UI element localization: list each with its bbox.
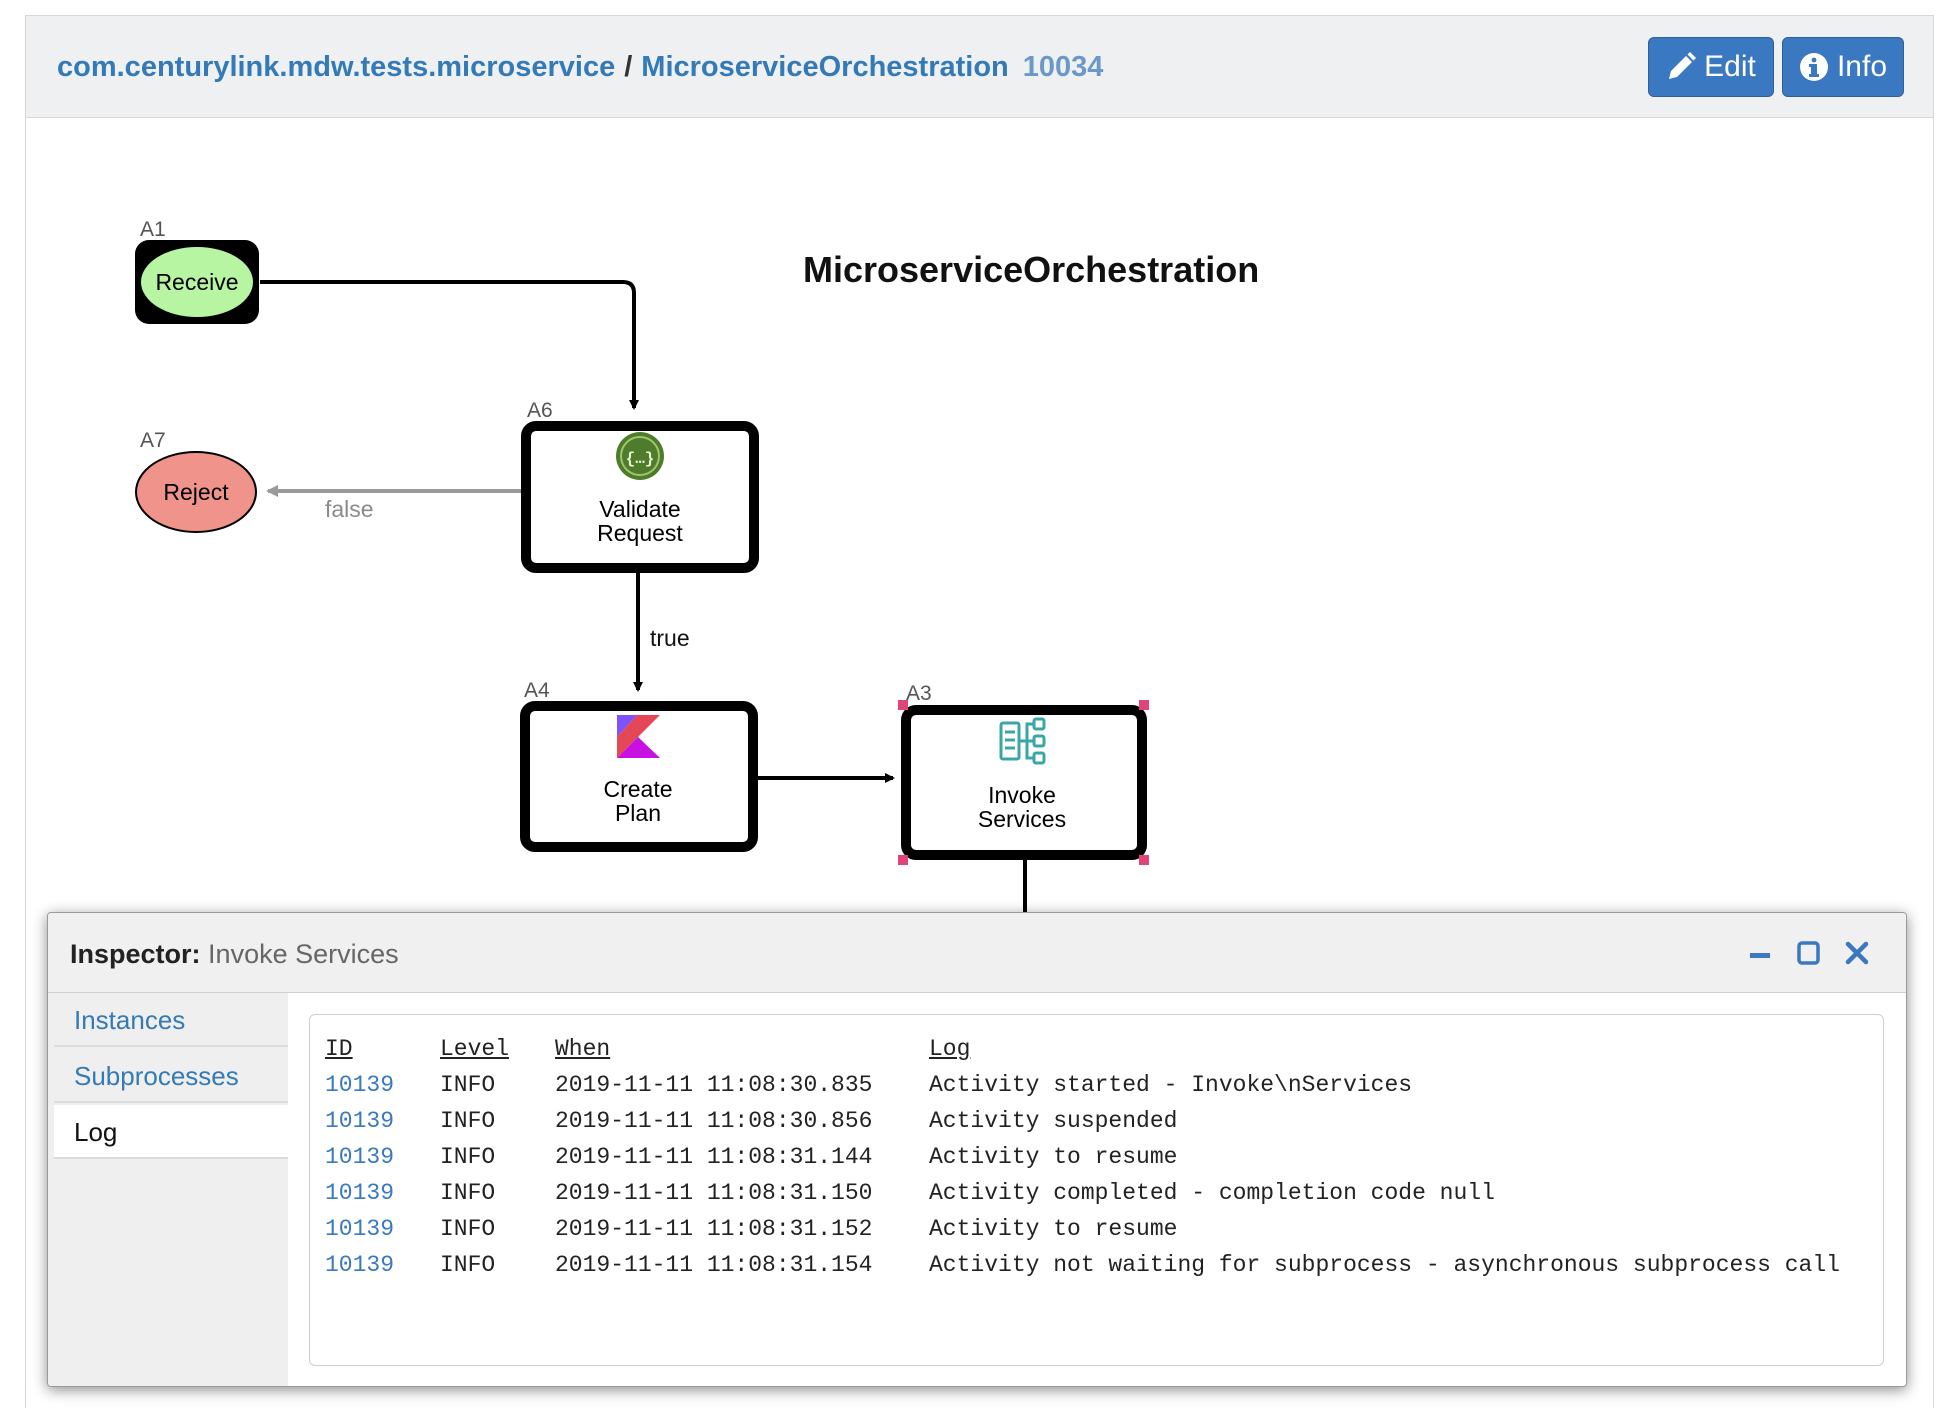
tab-log[interactable]: Log (54, 1105, 288, 1159)
tab-subprocesses[interactable]: Subprocesses (54, 1049, 288, 1103)
breadcrumb: com.centurylink.mdw.tests.microservice/M… (57, 51, 1103, 84)
table-row: 10139 INFO 2019-11-11 11:08:31.154 Activity… (325, 1247, 1840, 1283)
log-message: Activity suspended (929, 1108, 1178, 1134)
log-level: INFO (440, 1108, 496, 1134)
node-a7-reject[interactable]: A7 Reject (135, 429, 257, 533)
table-row: 10139 INFO 2019-11-11 11:08:30.856 Activity… (325, 1103, 1840, 1139)
package-link[interactable]: com.centurylink.mdw.tests.microservice (57, 51, 616, 83)
svg-text:{…}: {…} (626, 450, 655, 468)
process-diagram: MicroserviceOrchestration false true A1 … (135, 218, 1259, 912)
node-id: A1 (140, 218, 166, 241)
log-when: 2019-11-11 11:08:31.152 (555, 1216, 873, 1242)
pencil-icon (1669, 52, 1697, 79)
inspector-dialog: Inspector: Invoke Services Instances Sub… (47, 912, 1907, 1387)
node-label-line2: Plan (615, 800, 661, 826)
node-id: A7 (140, 429, 166, 452)
column-header-log: Log (929, 1036, 971, 1062)
log-id-link[interactable]: 10139 (325, 1216, 395, 1242)
log-when: 2019-11-11 11:08:31.154 (555, 1252, 873, 1278)
diagram-title: MicroserviceOrchestration (803, 249, 1259, 290)
node-a6-validate-request[interactable]: A6 {…} Validate Request (521, 399, 759, 573)
node-label: Reject (163, 479, 229, 505)
minimize-icon[interactable] (1748, 941, 1772, 965)
selection-handle[interactable] (898, 700, 908, 710)
log-message: Activity completed - completion code nul… (929, 1180, 1495, 1206)
json-validation-icon: {…} (616, 432, 664, 480)
log-when: 2019-11-11 11:08:30.835 (555, 1072, 873, 1098)
tab-instances[interactable]: Instances (54, 993, 288, 1047)
inspector-header[interactable]: Inspector: Invoke Services (48, 913, 1906, 993)
inspector-title: Inspector: Invoke Services (70, 939, 399, 970)
close-icon[interactable] (1845, 941, 1869, 965)
log-level: INFO (440, 1180, 496, 1206)
node-a3-invoke-services[interactable]: A3 Invoke Services (898, 682, 1149, 865)
services-orchestration-icon (999, 717, 1046, 765)
log-message: Activity to resume (929, 1216, 1178, 1242)
info-button[interactable]: Info (1782, 37, 1904, 97)
edit-button[interactable]: Edit (1648, 37, 1774, 97)
log-message: Activity started - Invoke\nServices (929, 1072, 1413, 1098)
node-label-line2: Services (978, 806, 1066, 832)
info-button-label: Info (1836, 50, 1888, 83)
process-header: com.centurylink.mdw.tests.microservice/M… (26, 16, 1933, 118)
node-label-line1: Validate (599, 496, 680, 522)
table-row: 10139 INFO 2019-11-11 11:08:31.152 Activity… (325, 1211, 1840, 1247)
node-label: Receive (155, 269, 238, 295)
table-row: 10139 INFO 2019-11-11 11:08:31.144 Activity… (325, 1139, 1840, 1175)
node-a1-receive[interactable]: A1 Receive (135, 218, 259, 324)
log-level: INFO (440, 1252, 496, 1278)
log-header-row: ID Level When Log (325, 1031, 1840, 1067)
kotlin-icon (617, 715, 660, 758)
process-version: 10034 (1022, 51, 1104, 83)
log-id-link[interactable]: 10139 (325, 1144, 395, 1170)
log-level: INFO (440, 1144, 496, 1170)
selection-handle[interactable] (898, 855, 908, 865)
inspector-title-value: Invoke Services (208, 939, 399, 969)
log-level: INFO (440, 1072, 496, 1098)
breadcrumb-separator: / (624, 51, 633, 83)
inspector-tabs: Instances Subprocesses Log (48, 993, 288, 1386)
column-header-id: ID (325, 1036, 353, 1062)
node-label-line2: Request (597, 520, 683, 546)
node-id: A3 (906, 682, 932, 705)
table-row: 10139 INFO 2019-11-11 11:08:31.150 Activity… (325, 1175, 1840, 1211)
column-header-when: When (555, 1036, 611, 1062)
link-true-label: true (650, 625, 690, 651)
log-when: 2019-11-11 11:08:30.856 (555, 1108, 873, 1134)
log-id-link[interactable]: 10139 (325, 1180, 395, 1206)
process-link[interactable]: MicroserviceOrchestration (641, 51, 1009, 83)
maximize-icon[interactable] (1796, 941, 1820, 965)
log-level: INFO (440, 1216, 496, 1242)
node-label-line1: Create (603, 776, 672, 802)
link-a1-a6[interactable] (260, 280, 639, 410)
node-id: A6 (527, 399, 553, 422)
log-when: 2019-11-11 11:08:31.144 (555, 1144, 873, 1170)
selection-handle[interactable] (1139, 700, 1149, 710)
column-header-level: Level (440, 1036, 510, 1062)
log-id-link[interactable]: 10139 (325, 1108, 395, 1134)
log-message: Activity not waiting for subprocess - as… (929, 1252, 1840, 1278)
link-false-label: false (325, 496, 374, 522)
selection-handle[interactable] (1139, 855, 1149, 865)
edit-button-label: Edit (1704, 50, 1756, 83)
log-message: Activity to resume (929, 1144, 1178, 1170)
inspector-title-label: Inspector: (70, 939, 201, 969)
node-a4-create-plan[interactable]: A4 Create Plan (520, 679, 758, 852)
log-id-link[interactable]: 10139 (325, 1072, 395, 1098)
log-id-link[interactable]: 10139 (325, 1252, 395, 1278)
node-label-line1: Invoke (988, 782, 1056, 808)
info-circle-icon (1799, 53, 1828, 81)
node-id: A4 (524, 679, 550, 702)
log-when: 2019-11-11 11:08:31.150 (555, 1180, 873, 1206)
table-row: 10139 INFO 2019-11-11 11:08:30.835 Activity… (325, 1067, 1840, 1103)
